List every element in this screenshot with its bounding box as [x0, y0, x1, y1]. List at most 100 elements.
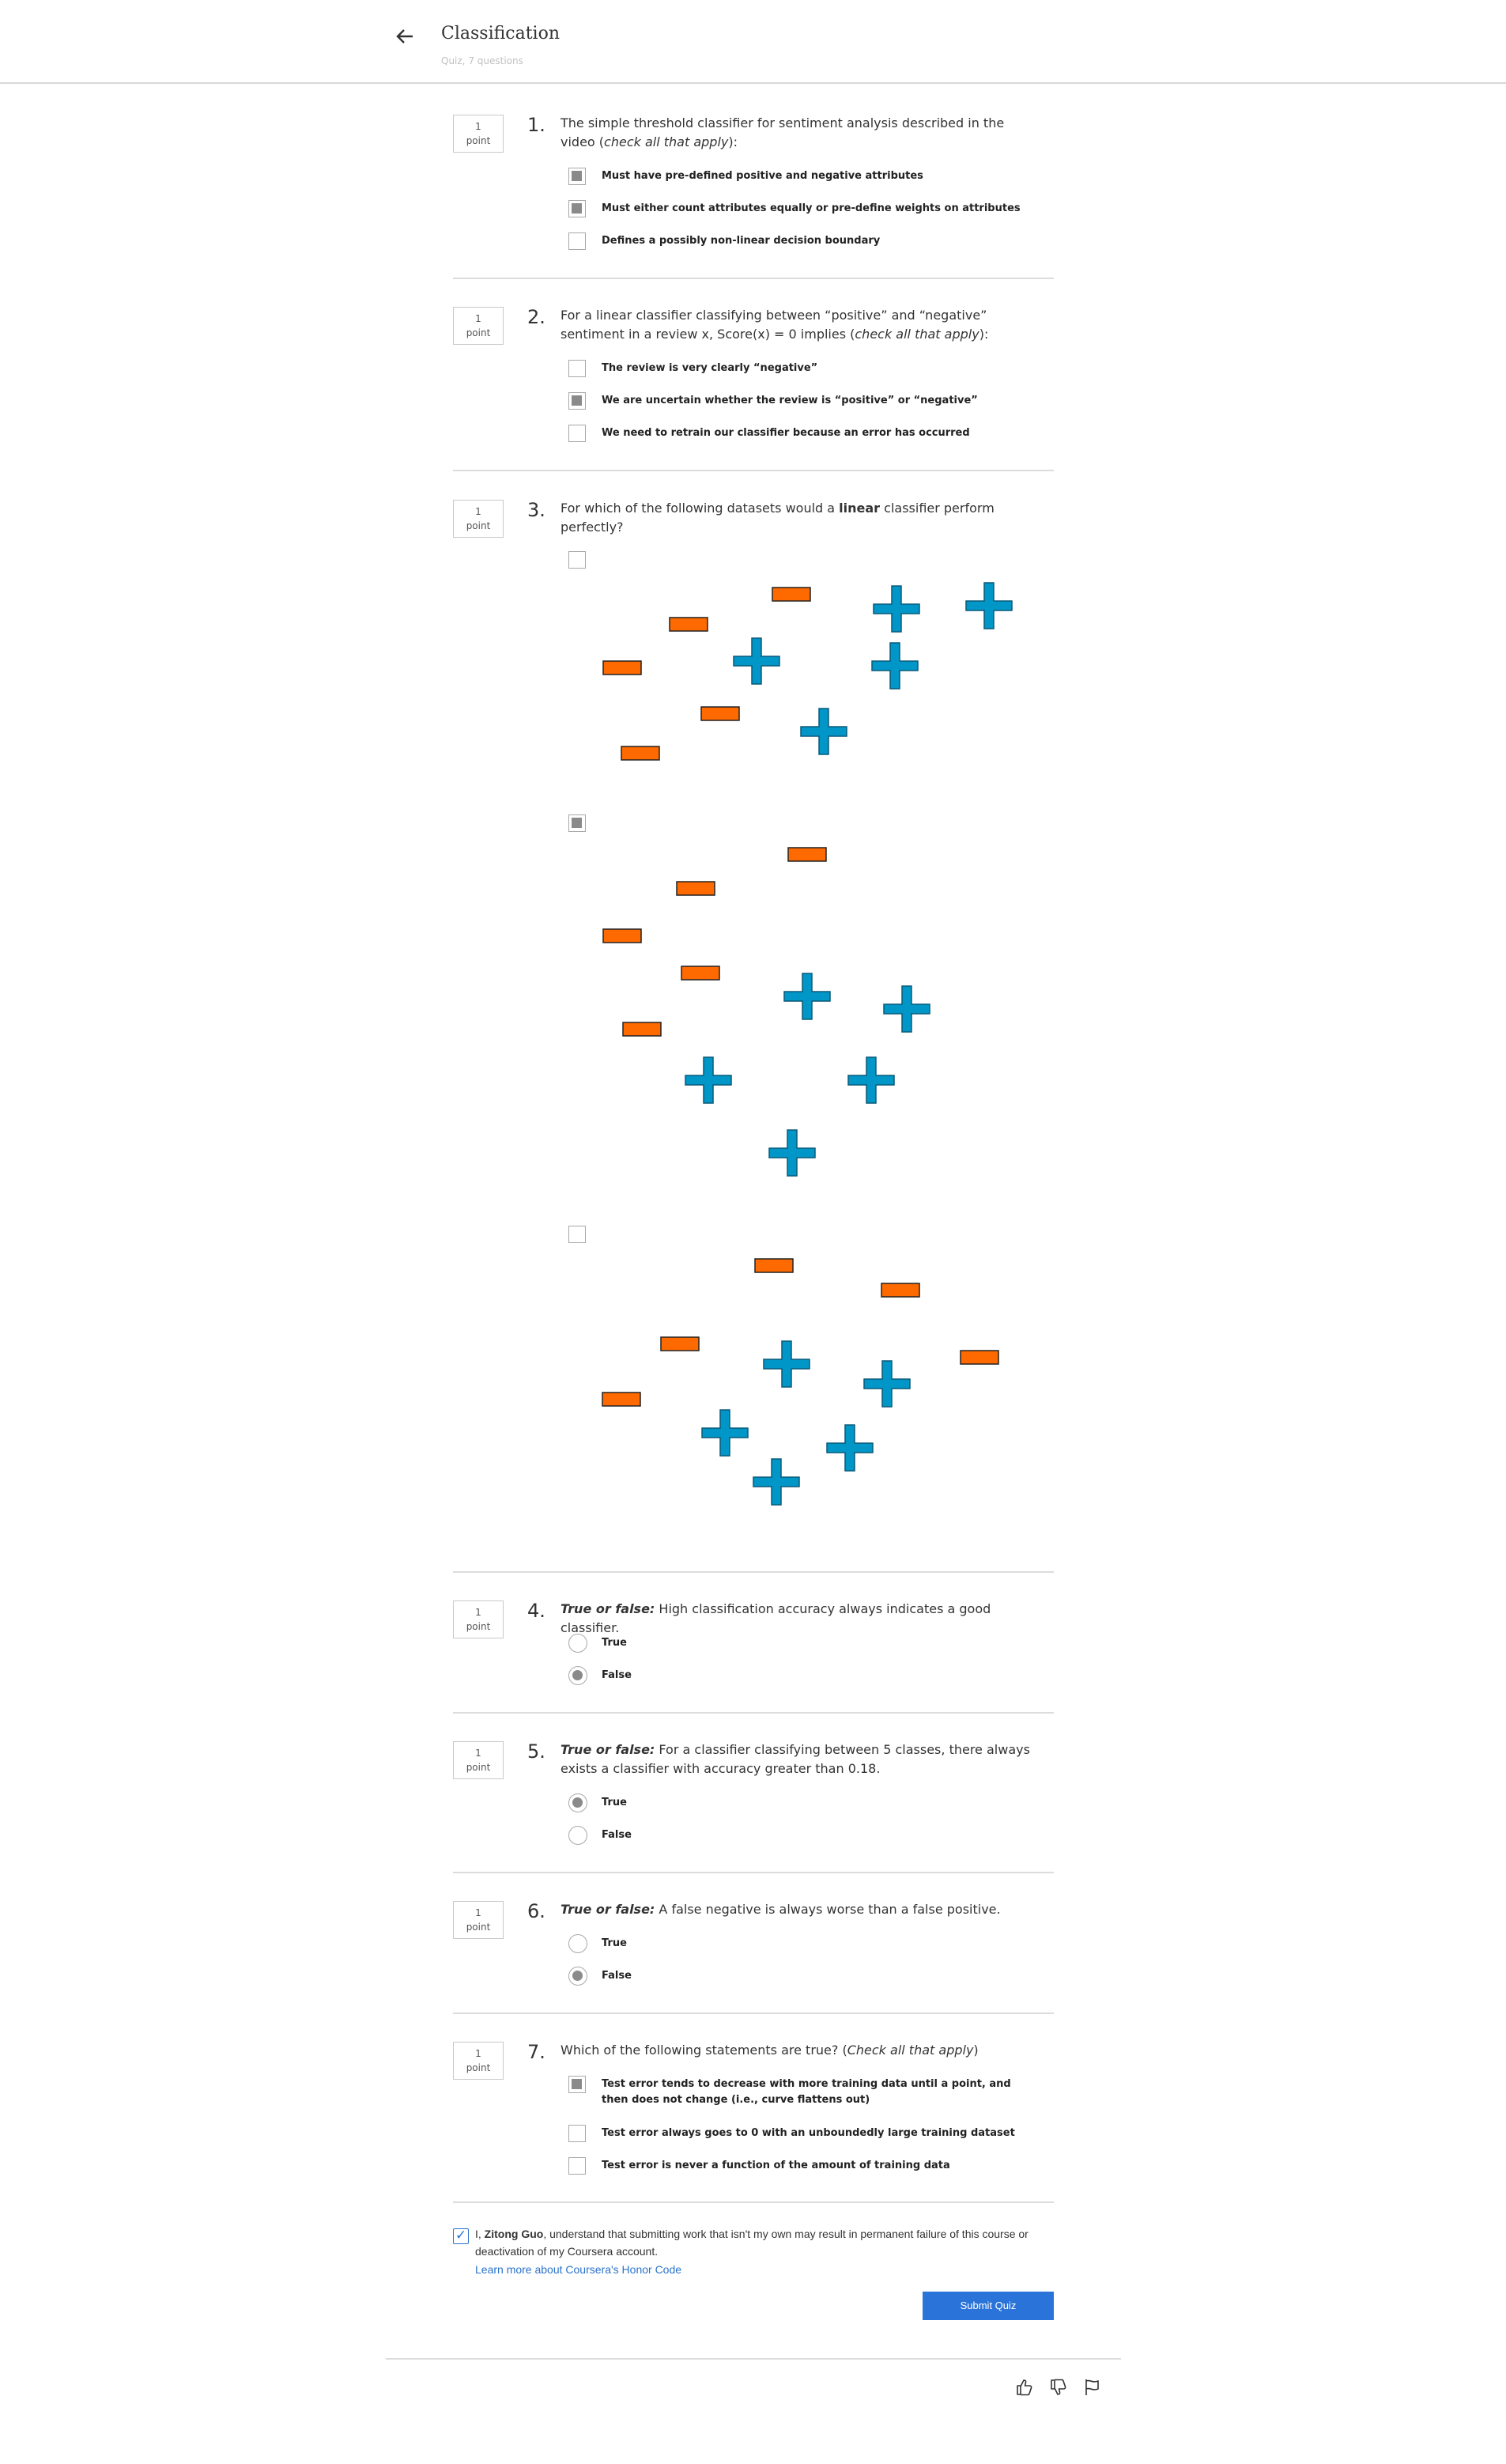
- dataset-plot-3: [602, 1258, 999, 1506]
- question-text: For a linear classifier classifying betw…: [561, 308, 989, 342]
- minus-marker: [787, 847, 827, 862]
- plus-marker: [826, 1424, 874, 1472]
- q7-option-2-label: Test error always goes to 0 with an unbo…: [602, 2127, 1015, 2139]
- q2-option-2-checkbox[interactable]: [568, 392, 586, 410]
- minus-marker: [602, 1392, 641, 1407]
- dataset-plot-2: [602, 847, 930, 1177]
- q4-option-true-label: True: [602, 1637, 627, 1649]
- question-text: For which of the following datasets woul…: [561, 501, 995, 535]
- question-number: 3.: [527, 499, 545, 521]
- q2-option-1-label: The review is very clearly “negative”: [602, 362, 818, 374]
- q7-option-1-checkbox[interactable]: [568, 2076, 586, 2093]
- q4-option-false-label: False: [602, 1669, 632, 1681]
- divider: [453, 1712, 1054, 1714]
- minus-marker: [772, 587, 811, 602]
- q2-option-1-checkbox[interactable]: [568, 360, 586, 377]
- question-number: 2.: [527, 306, 545, 328]
- plus-marker: [873, 585, 920, 633]
- question-number: 1.: [527, 114, 545, 136]
- q5-option-true-label: True: [602, 1797, 627, 1808]
- minus-marker: [960, 1350, 999, 1365]
- q6-option-true-radio[interactable]: [568, 1934, 587, 1953]
- q7-option-1-label: Test error tends to decrease with more t…: [602, 2078, 1011, 2106]
- divider: [453, 1872, 1054, 1873]
- plus-marker: [847, 1056, 895, 1104]
- q1-option-1-checkbox[interactable]: [568, 168, 586, 185]
- minus-marker: [622, 1022, 662, 1037]
- minus-marker: [621, 746, 660, 761]
- q2-option-3-checkbox[interactable]: [568, 425, 586, 442]
- q1-option-3-label: Defines a possibly non-linear decision b…: [602, 235, 881, 247]
- q7-option-3-label: Test error is never a function of the am…: [602, 2160, 950, 2171]
- plus-marker: [753, 1458, 800, 1506]
- page-title: Classification: [441, 24, 561, 43]
- question-text: True or false: For a classifier classify…: [561, 1742, 1030, 1776]
- q1-option-1-label: Must have pre-defined positive and negat…: [602, 170, 923, 182]
- q6-option-false-label: False: [602, 1970, 632, 1982]
- thumbs-up-icon[interactable]: [1014, 2377, 1035, 2398]
- footer-divider: [386, 2358, 1121, 2360]
- minus-marker: [676, 881, 715, 896]
- divider: [453, 2201, 1054, 2203]
- back-arrow-icon[interactable]: [392, 24, 417, 49]
- plus-marker: [783, 973, 831, 1020]
- q3-option-1-checkbox[interactable]: [568, 551, 586, 569]
- q5-option-false-radio[interactable]: [568, 1826, 587, 1845]
- q4-option-false-radio[interactable]: [568, 1666, 587, 1685]
- q7-option-2-checkbox[interactable]: [568, 2125, 586, 2142]
- question-text: True or false: High classification accur…: [561, 1601, 991, 1635]
- q1-option-2-checkbox[interactable]: [568, 200, 586, 217]
- plus-marker: [768, 1129, 816, 1177]
- minus-marker: [660, 1336, 700, 1351]
- question-text: Which of the following statements are tr…: [561, 2043, 979, 2058]
- divider: [453, 278, 1054, 279]
- minus-marker: [681, 966, 720, 981]
- q2-option-2-label: We are uncertain whether the review is “…: [602, 395, 978, 406]
- minus-marker: [700, 706, 740, 721]
- submit-quiz-button[interactable]: Submit Quiz: [923, 2292, 1054, 2320]
- q5-option-true-radio[interactable]: [568, 1793, 587, 1812]
- q6-option-false-radio[interactable]: [568, 1967, 587, 1986]
- plus-marker: [883, 985, 930, 1033]
- divider: [453, 470, 1054, 471]
- divider: [453, 2012, 1054, 2014]
- honor-code-link[interactable]: Learn more about Coursera's Honor Code: [475, 2263, 682, 2276]
- honor-code-statement: I, Zitong Guo, understand that submittin…: [475, 2228, 1029, 2258]
- minus-marker: [602, 928, 642, 943]
- question-number: 6.: [527, 1900, 545, 1922]
- q1-option-2-label: Must either count attributes equally or …: [602, 202, 1021, 214]
- plus-marker: [763, 1340, 810, 1388]
- plus-marker: [733, 637, 780, 685]
- plus-marker: [863, 1360, 911, 1408]
- page-subtitle: Quiz, 7 questions: [441, 55, 523, 66]
- flag-icon[interactable]: [1082, 2377, 1103, 2398]
- q1-option-3-checkbox[interactable]: [568, 232, 586, 250]
- divider: [453, 1571, 1054, 1573]
- minus-marker: [602, 660, 642, 675]
- q6-option-true-label: True: [602, 1937, 627, 1949]
- q2-option-3-label: We need to retrain our classifier becaus…: [602, 427, 970, 439]
- minus-marker: [881, 1283, 920, 1298]
- minus-marker: [669, 617, 708, 632]
- header: Classification Quiz, 7 questions: [0, 0, 1506, 84]
- plus-marker: [800, 708, 847, 755]
- q4-option-true-radio[interactable]: [568, 1634, 587, 1653]
- plus-marker: [685, 1056, 732, 1104]
- question-text: The simple threshold classifier for sent…: [561, 115, 1005, 149]
- question-number: 7.: [527, 2041, 545, 2063]
- question-number: 4.: [527, 1600, 545, 1622]
- honor-code-checkbox[interactable]: ✓: [453, 2228, 469, 2244]
- q3-option-2-checkbox[interactable]: [568, 814, 586, 832]
- plus-marker: [701, 1409, 749, 1457]
- q3-option-3-checkbox[interactable]: [568, 1226, 586, 1243]
- q7-option-3-checkbox[interactable]: [568, 2157, 586, 2175]
- q5-option-false-label: False: [602, 1829, 632, 1841]
- thumbs-down-icon[interactable]: [1048, 2377, 1069, 2398]
- plus-marker: [965, 582, 1013, 629]
